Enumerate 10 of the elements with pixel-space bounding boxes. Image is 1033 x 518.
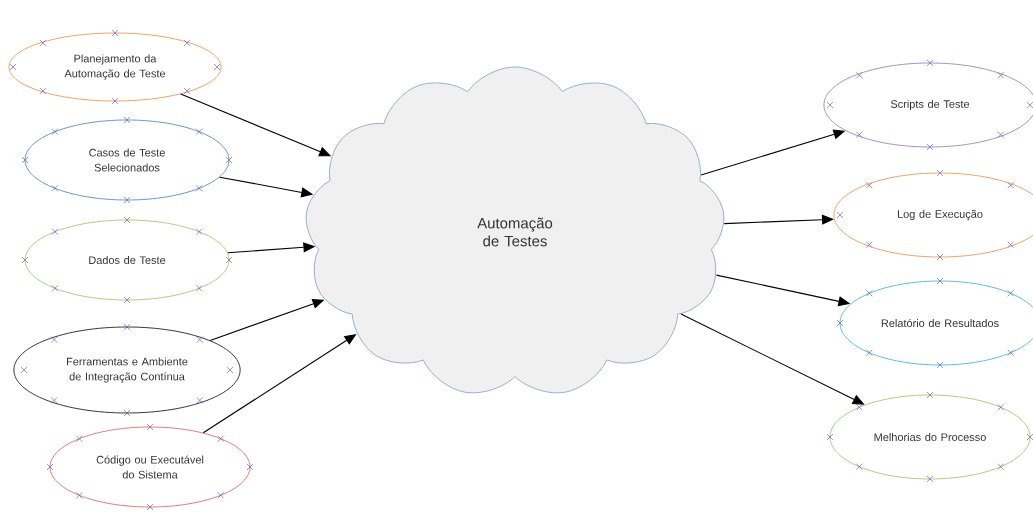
arrow — [723, 214, 834, 225]
ellipse-node: Scripts de Teste — [823, 59, 1033, 151]
ellipse-node: Relatório de Resultados — [836, 277, 1033, 369]
ellipse-node: Casos de Teste Selecionados — [21, 116, 233, 204]
ellipse-node: Ferramentas e Ambiente de Integração Contínua — [13, 323, 241, 417]
ellipse-node: Planejamento da Automação de Teste — [8, 29, 222, 105]
ellipse-node: Dados de Teste — [21, 216, 233, 304]
ellipse-node: Melhorias do Processo — [826, 391, 1033, 483]
ellipse-node: Código ou Executável do Sistema — [46, 423, 254, 511]
ellipse-node: Log de Execução — [833, 169, 1033, 261]
